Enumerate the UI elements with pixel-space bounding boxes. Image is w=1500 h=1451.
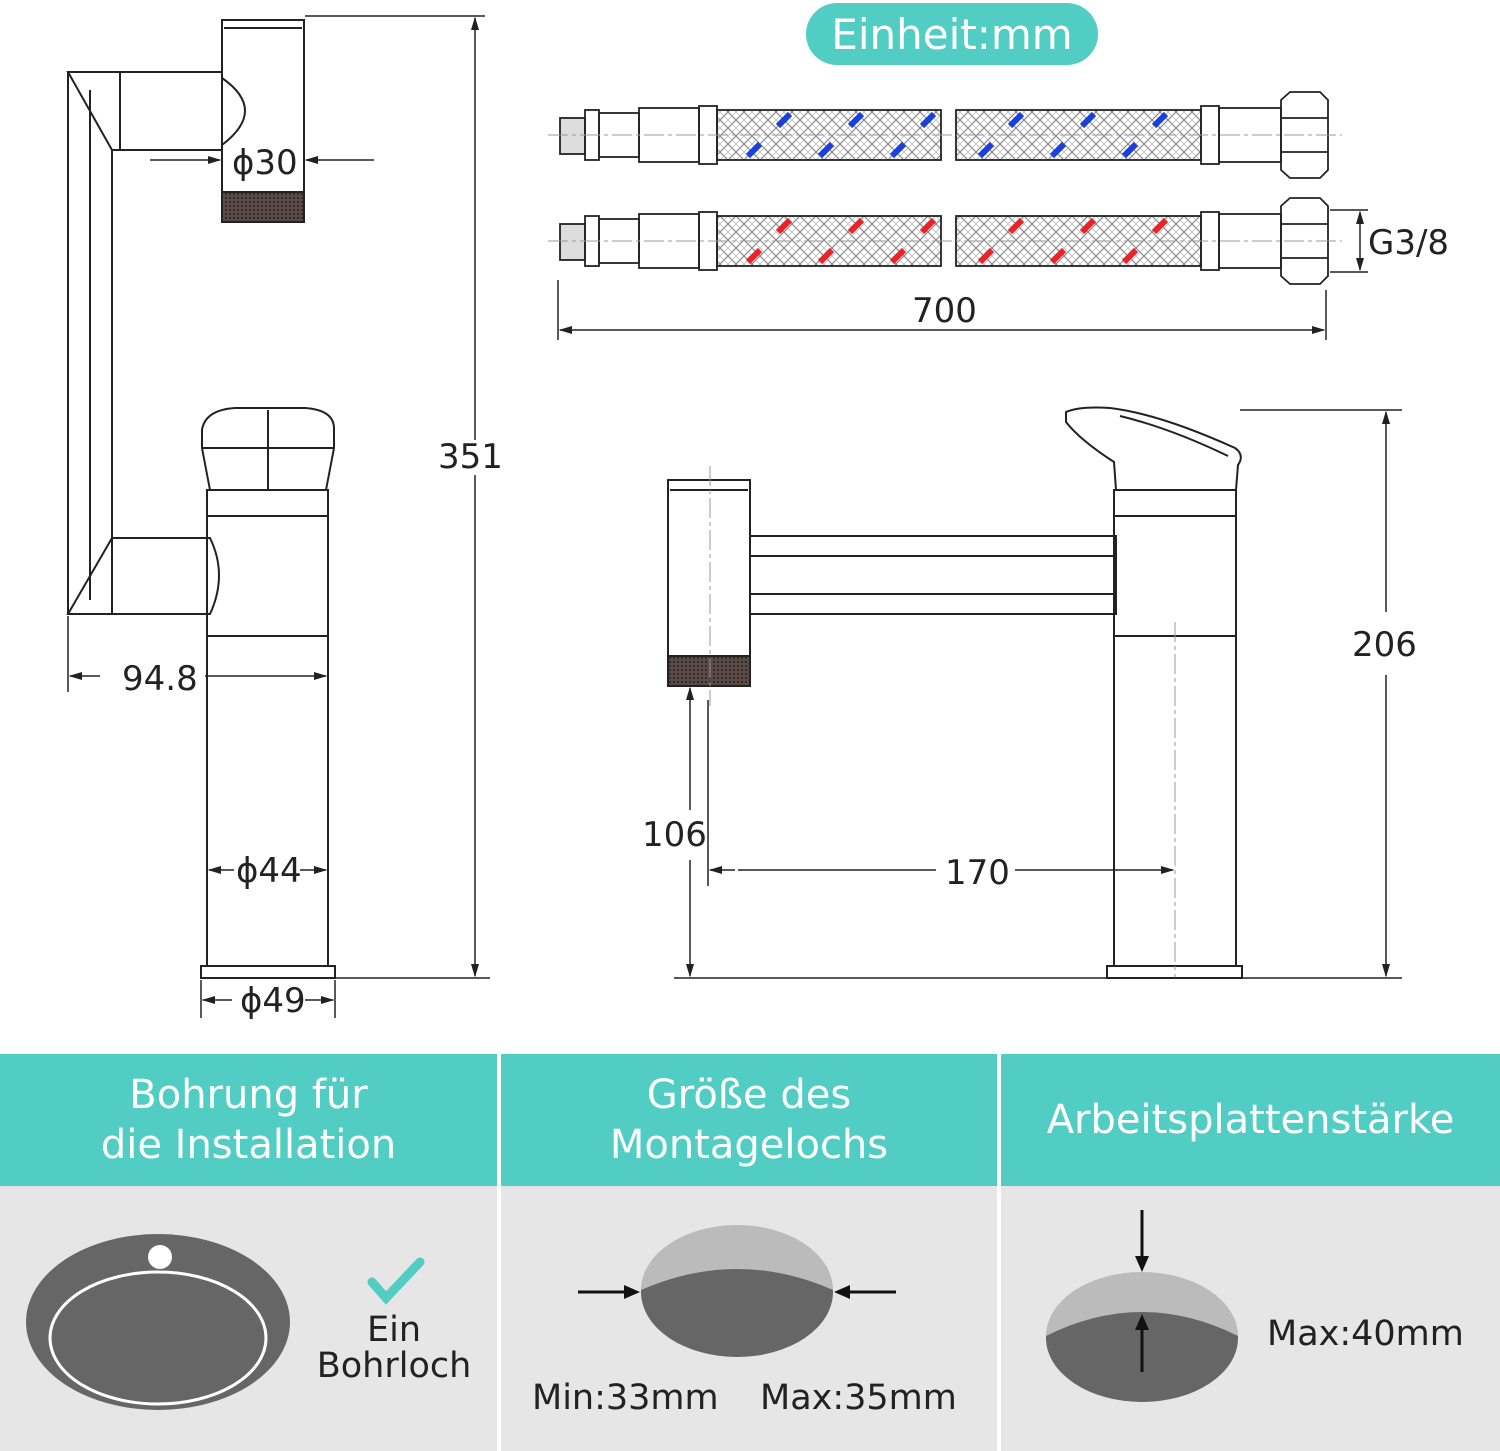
hole-size-icon — [578, 1225, 896, 1357]
panel-thickness-header: Arbeitsplattenstärke — [1001, 1054, 1500, 1186]
checkmark-icon — [367, 1257, 425, 1305]
dim-spout-projection: 94.8 — [122, 659, 198, 699]
hot-stripe — [745, 217, 1169, 265]
panel-hole-size-title: Größe des Montagelochs — [609, 1072, 889, 1168]
cold-stripe — [745, 111, 1169, 159]
handle-cap — [201, 407, 336, 491]
thickness-icon — [1046, 1210, 1238, 1402]
dim-side-height: 206 — [1352, 625, 1417, 665]
side-handle — [1065, 406, 1242, 491]
front-dimensions — [67, 15, 490, 1018]
dim-hose-thread: G3/8 — [1368, 223, 1449, 263]
side-spout-arm — [749, 535, 1117, 615]
panel-drilling-header: Bohrung für die Installation — [0, 1054, 497, 1186]
panel-hole-size-header: Größe des Montagelochs — [501, 1054, 997, 1186]
dim-outlet-height: 106 — [642, 815, 707, 855]
dim-body-diameter: ϕ44 — [236, 851, 302, 891]
spout-top — [66, 71, 223, 151]
dim-spout-reach: 170 — [945, 853, 1010, 893]
panel-drilling-title: Bohrung für die Installation — [100, 1072, 397, 1168]
side-outlet — [667, 479, 751, 657]
body-collar — [206, 489, 329, 517]
side-dimensions — [674, 409, 1402, 979]
dim-total-height: 351 — [438, 437, 503, 477]
panel-thickness-caption: Max:40mm — [1267, 1314, 1464, 1354]
dim-outlet-diameter: ϕ30 — [232, 143, 298, 183]
aerator-knurl — [221, 191, 305, 223]
side-aerator — [667, 655, 751, 687]
base-plate — [200, 965, 336, 979]
panel-thickness-title: Arbeitsplattenstärke — [1046, 1097, 1455, 1143]
panel-hole-size-min: Min:33mm — [532, 1378, 719, 1418]
body-column — [206, 635, 329, 967]
front-view — [66, 19, 336, 979]
side-view — [667, 406, 1243, 979]
dim-base-diameter: ϕ49 — [240, 981, 306, 1021]
panel-hole-size-max: Max:35mm — [760, 1378, 957, 1418]
dim-hose-length: 700 — [912, 291, 977, 331]
side-body-collar — [1113, 489, 1237, 517]
panel-drilling-caption: Ein Bohrloch — [316, 1310, 472, 1386]
sink-icon — [26, 1234, 290, 1410]
unit-badge: Einheit:mm — [806, 3, 1098, 65]
spout-elbow — [66, 537, 220, 615]
panel-illustrations — [26, 1210, 1238, 1410]
hoses — [548, 91, 1342, 285]
hose-dimensions — [557, 209, 1368, 340]
